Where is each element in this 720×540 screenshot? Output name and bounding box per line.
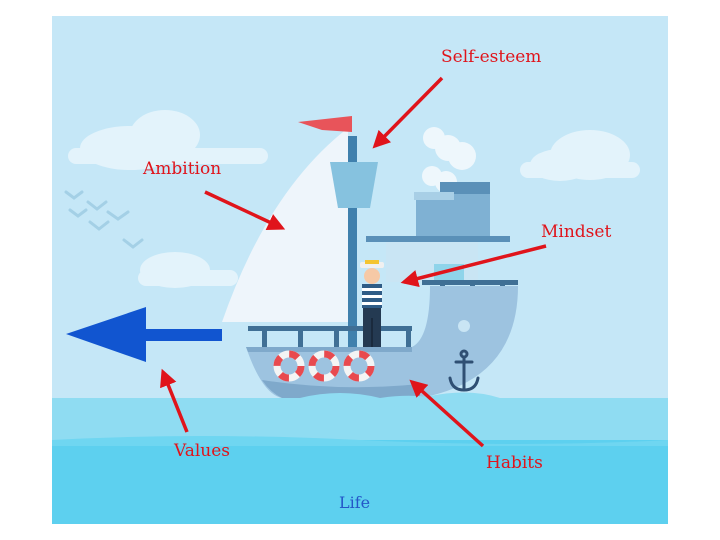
arrow-values <box>160 368 189 433</box>
boat-mast <box>348 136 357 350</box>
label-ambition: Ambition <box>143 159 222 179</box>
boat-crow-nest <box>330 162 378 208</box>
arrow-mindset <box>400 244 547 288</box>
life-ring-icon <box>343 350 375 382</box>
label-values: Values <box>174 441 231 461</box>
values-direction-arrow <box>66 307 222 362</box>
arrow-self-esteem <box>372 76 444 149</box>
label-habits: Habits <box>486 453 543 473</box>
cloud-icon <box>68 110 268 170</box>
birds-icon <box>64 190 144 249</box>
cloud-icon <box>520 130 640 181</box>
label-self-esteem: Self-esteem <box>441 47 542 67</box>
boat-hull-stripe <box>246 347 412 352</box>
boat-hull-shadow <box>262 380 420 398</box>
anchor-icon <box>448 349 480 392</box>
sea-front <box>52 440 668 524</box>
flag-icon <box>298 116 352 132</box>
life-ring-icon <box>308 350 340 382</box>
life-ring-icon <box>273 350 305 382</box>
porthole <box>458 320 470 332</box>
captain-figure <box>360 260 384 348</box>
label-mindset: Mindset <box>541 222 612 242</box>
cloud-icon <box>138 252 238 288</box>
arrow-ambition <box>204 190 286 230</box>
sea-wave <box>52 436 668 446</box>
arrow-habits <box>409 379 485 448</box>
label-life: Life <box>339 493 371 512</box>
